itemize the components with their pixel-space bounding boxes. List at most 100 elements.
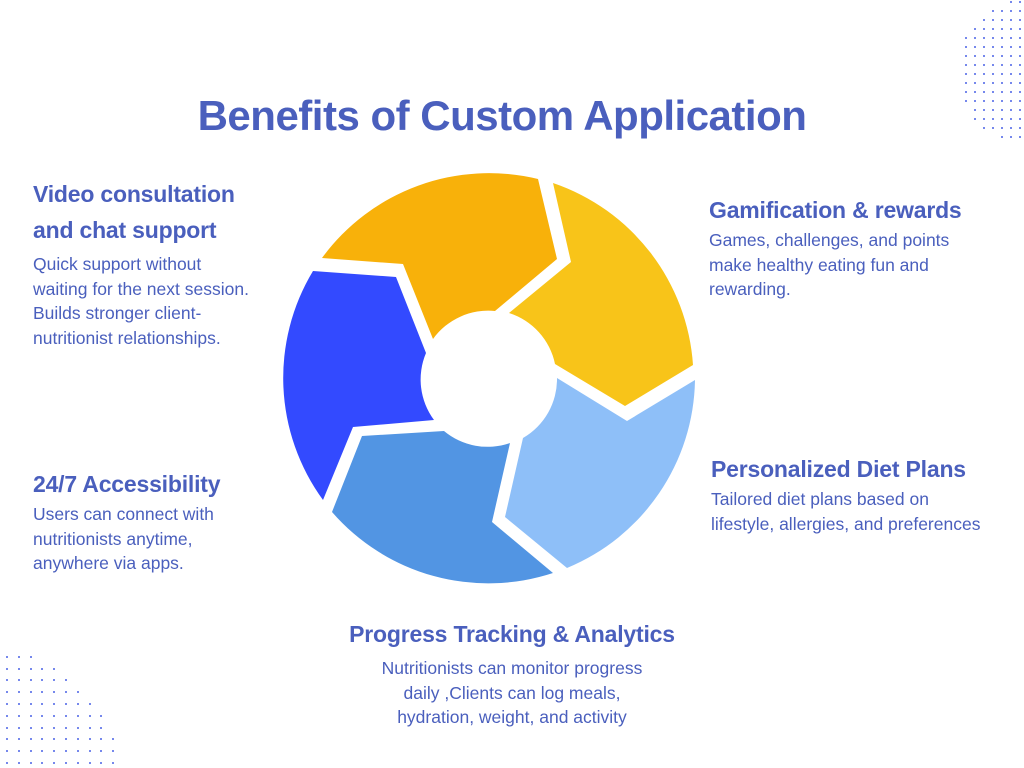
decorative-dot xyxy=(1010,46,1012,48)
decorative-dot xyxy=(974,28,976,30)
decorative-dot xyxy=(65,738,67,741)
decorative-dot xyxy=(1019,55,1021,57)
decorative-dot xyxy=(1001,28,1003,30)
decorative-dot xyxy=(6,703,8,705)
decorative-dot xyxy=(6,655,8,658)
decorative-dot xyxy=(1010,73,1012,75)
decorative-dot xyxy=(974,91,976,93)
benefit-description: Tailored diet plans based on lifestyle, … xyxy=(711,489,981,534)
decorative-dot xyxy=(965,82,967,84)
decorative-dot xyxy=(17,726,20,729)
decorative-dot xyxy=(29,655,32,658)
decorative-dot xyxy=(1001,82,1003,84)
decorative-dot xyxy=(974,64,976,66)
decorative-dot xyxy=(76,762,79,764)
decorative-dot xyxy=(1010,109,1012,111)
decorative-dot xyxy=(965,55,967,57)
decorative-dot xyxy=(1010,19,1012,21)
decorative-dot xyxy=(1019,73,1021,75)
decorative-dot xyxy=(983,64,985,66)
decorative-dot xyxy=(76,750,79,753)
decorative-dot xyxy=(1010,28,1012,30)
decorative-dot xyxy=(6,667,8,670)
decorative-dot xyxy=(65,691,67,694)
decorative-dot xyxy=(1019,100,1021,102)
decorative-dot xyxy=(88,714,91,717)
decorative-dot xyxy=(1019,127,1021,129)
decorative-dot xyxy=(974,118,976,120)
decorative-dot xyxy=(41,703,44,705)
decorative-dot xyxy=(1019,10,1021,12)
decorative-dot xyxy=(1010,127,1012,129)
decorative-dot xyxy=(76,726,79,729)
decorative-dot xyxy=(965,46,967,48)
decorative-dot xyxy=(41,691,44,694)
benefit-description: Nutritionists can monitor progress daily… xyxy=(381,658,643,727)
decorative-dot xyxy=(112,738,115,741)
decorative-dot xyxy=(65,726,67,729)
decorative-dot xyxy=(1001,118,1003,120)
decorative-dot xyxy=(76,714,79,717)
decorative-dot xyxy=(53,691,56,694)
decorative-dot xyxy=(1001,46,1003,48)
decorative-dot xyxy=(992,46,994,48)
decorative-dot xyxy=(965,100,967,102)
decorative-dot xyxy=(88,750,91,753)
decorative-dot xyxy=(992,118,994,120)
decorative-dot xyxy=(1010,118,1012,120)
decorative-dot xyxy=(65,679,67,682)
benefit-description: Quick support without waiting for the ne… xyxy=(33,254,249,348)
decorative-dot xyxy=(6,762,8,764)
decorative-dot xyxy=(983,109,985,111)
decorative-dot xyxy=(6,714,8,717)
decorative-dot xyxy=(992,64,994,66)
decorative-dot xyxy=(983,19,985,21)
decorative-dot xyxy=(1001,109,1003,111)
decorative-dot xyxy=(1001,136,1003,138)
decorative-dot xyxy=(65,703,67,705)
benefit-personalized-diet: Personalized Diet Plans Tailored diet pl… xyxy=(711,451,1024,536)
decorative-dot xyxy=(992,10,994,12)
decorative-dot xyxy=(76,703,79,705)
decorative-dot xyxy=(6,679,8,682)
decorative-dot xyxy=(992,109,994,111)
decorative-dot xyxy=(1001,19,1003,21)
decorative-dot xyxy=(1010,100,1012,102)
benefit-progress-tracking: Progress Tracking & Analytics Nutritioni… xyxy=(300,616,724,730)
decorative-dot xyxy=(1010,10,1012,12)
decorative-dot xyxy=(29,691,32,694)
decorative-dot xyxy=(17,667,20,670)
decorative-dot xyxy=(17,703,20,705)
decorative-dot xyxy=(992,37,994,39)
decorative-dot xyxy=(1001,64,1003,66)
decorative-dot xyxy=(1019,109,1021,111)
decorative-dot xyxy=(965,64,967,66)
benefit-accessibility: 24/7 Accessibility Users can connect wit… xyxy=(33,466,293,576)
decorative-dot xyxy=(992,28,994,30)
decorative-dot xyxy=(29,703,32,705)
decorative-dot xyxy=(992,127,994,129)
decorative-dot xyxy=(88,762,91,764)
decorative-dot xyxy=(17,679,20,682)
decorative-dot xyxy=(88,703,91,705)
benefit-heading: Progress Tracking & Analytics xyxy=(349,621,675,647)
decorative-dot xyxy=(1010,37,1012,39)
decorative-dot xyxy=(1019,19,1021,21)
decorative-dot xyxy=(992,19,994,21)
decorative-dot xyxy=(992,100,994,102)
decorative-dot xyxy=(100,726,103,729)
decorative-dot xyxy=(17,714,20,717)
decorative-dot xyxy=(6,691,8,694)
decorative-dot xyxy=(983,28,985,30)
decorative-dot xyxy=(992,73,994,75)
decorative-dot xyxy=(1010,136,1012,138)
decorative-dot xyxy=(974,37,976,39)
decorative-dot xyxy=(1010,82,1012,84)
decorative-dot xyxy=(53,762,56,764)
decorative-dot xyxy=(1001,91,1003,93)
decorative-dot xyxy=(1010,64,1012,66)
decorative-dot xyxy=(1001,37,1003,39)
decorative-dot xyxy=(53,679,56,682)
wheel-segment-video-consultation xyxy=(322,173,557,339)
